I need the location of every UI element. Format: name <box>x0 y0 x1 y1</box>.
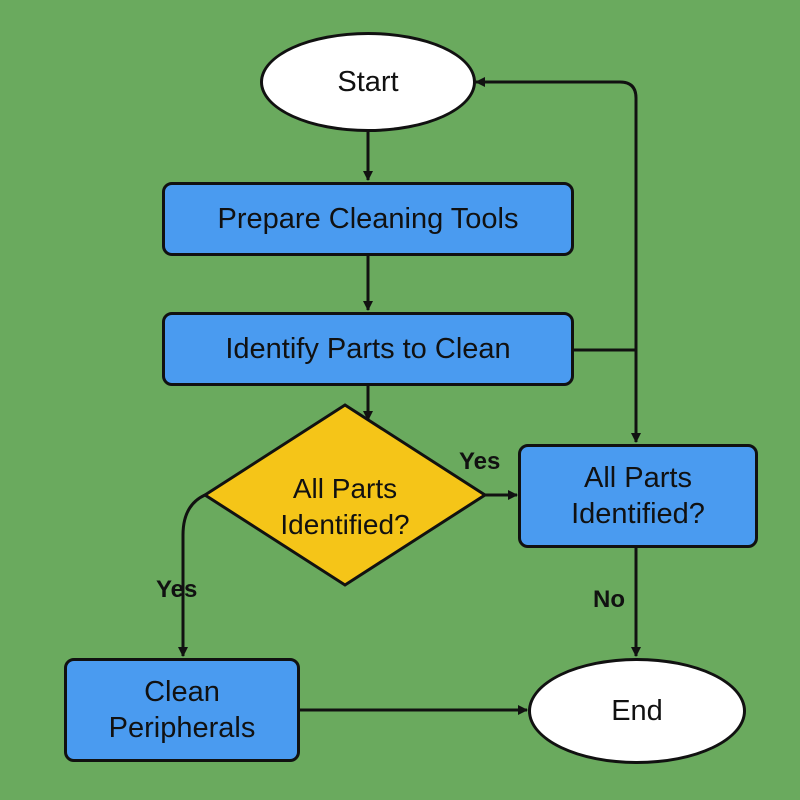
decision-diamond <box>202 403 488 587</box>
clean-peripherals-box: Clean Peripherals <box>64 658 300 762</box>
edge-decision-to-clean <box>178 493 206 657</box>
start-label: Start <box>337 65 399 98</box>
yes-label-down: Yes <box>156 576 198 603</box>
end-label: End <box>611 694 663 727</box>
identify-parts-box: Identify Parts to Clean <box>162 312 574 386</box>
check-parts-box: All Parts Identified? <box>518 444 758 548</box>
check-parts-label: All Parts Identified? <box>571 461 705 530</box>
clean-peripherals-label: Clean Peripherals <box>108 675 256 744</box>
prepare-tools-label: Prepare Cleaning Tools <box>217 202 519 235</box>
end-node: End <box>528 658 746 764</box>
start-node: Start <box>260 32 476 132</box>
edge-loop-to-start <box>475 77 638 350</box>
no-label: No <box>593 586 625 613</box>
identify-parts-label: Identify Parts to Clean <box>225 332 511 365</box>
prepare-tools-box: Prepare Cleaning Tools <box>162 182 574 256</box>
decision-label: All Parts Identified? <box>280 472 410 540</box>
yes-label-right: Yes <box>459 448 501 475</box>
